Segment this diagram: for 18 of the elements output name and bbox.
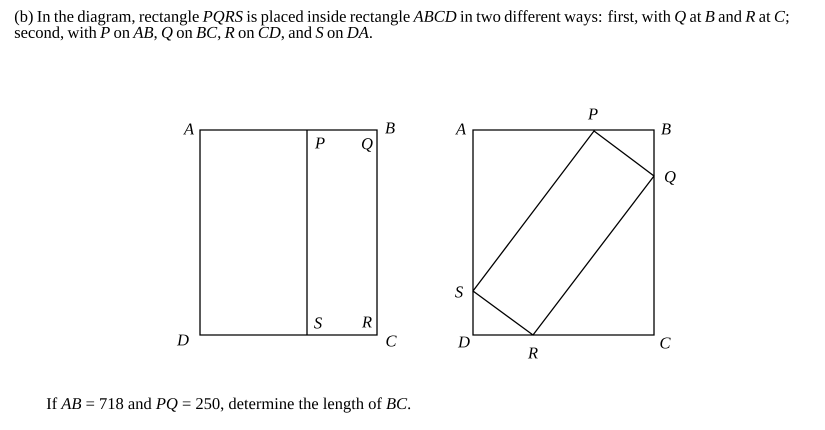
vertex-label: Q: [362, 138, 373, 152]
question-text: If AB = 718 and PQ = 250, determine the length of BC.: [46, 397, 410, 413]
vertex-label: Q: [664, 171, 676, 185]
vertex-label: S: [314, 317, 322, 329]
problem-statement: (b) In the diagram, rectangle PQRS is placed inside rectangle ABCD in two different ways: first, with Q at B and R at C; second, with P on AB, Q on BC, R on CD, and S on DA.: [14, 10, 788, 40]
vertex-label: C: [386, 335, 397, 347]
vertex-label: D: [176, 334, 189, 346]
vertex-label: B: [661, 124, 671, 134]
vertex-label: D: [458, 336, 470, 348]
vertex-label: R: [528, 348, 538, 358]
vertex-label: A: [183, 124, 194, 134]
vertex-label: B: [385, 122, 395, 134]
vertex-label: C: [660, 337, 671, 349]
vertex-label: A: [455, 124, 466, 134]
vertex-label: S: [455, 286, 463, 298]
vertex-label: P: [588, 108, 598, 120]
vertex-label: R: [362, 316, 372, 328]
vertex-label: P: [314, 138, 325, 148]
